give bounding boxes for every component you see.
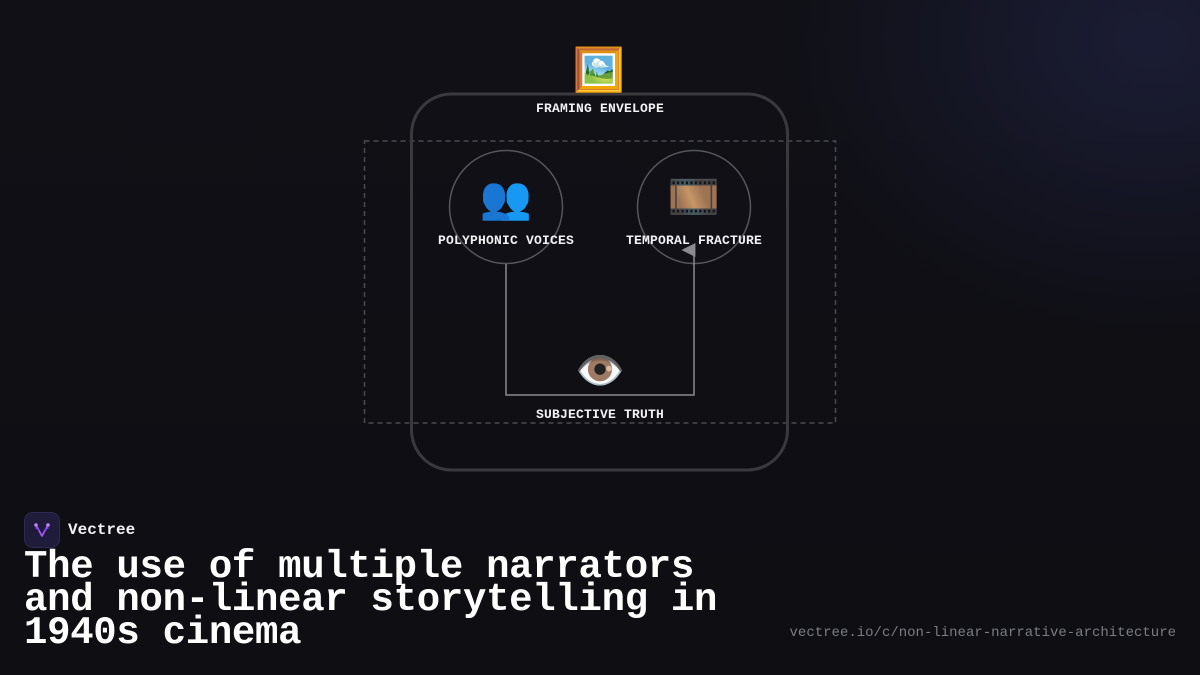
eye-icon: 👁️: [575, 348, 625, 394]
people-icon: 👥: [479, 173, 533, 222]
dashed-boundary: [363, 140, 837, 424]
connector-truth-to-temporal: [600, 243, 696, 396]
film-strip-icon: 🎞️: [667, 172, 721, 221]
brand: Vectree: [24, 512, 135, 548]
narrative-diagram: 🖼️ FRAMING ENVELOPE 👥 POLYPHONIC VOICES …: [363, 45, 837, 472]
vectree-logo-mark: [34, 523, 50, 537]
framed-picture-icon: 🖼️: [572, 45, 626, 94]
subjective-truth-label: SUBJECTIVE TRUTH: [535, 407, 665, 422]
polyphonic-voices-label: POLYPHONIC VOICES: [437, 233, 575, 248]
polyphonic-voices-circle: [448, 149, 564, 265]
connector-voices-to-truth: [505, 264, 600, 396]
source-url: vectree.io/c/non-linear-narrative-archit…: [789, 625, 1176, 641]
framing-envelope-frame: [410, 92, 789, 472]
vectree-logo-icon: [24, 512, 60, 548]
brand-name: Vectree: [68, 521, 136, 539]
temporal-fracture-label: TEMPORAL FRACTURE: [625, 233, 763, 248]
framing-envelope-label: FRAMING ENVELOPE: [535, 101, 665, 116]
page-title: The use of multiple narrators and non-li…: [24, 545, 718, 655]
diagram-canvas: [363, 92, 837, 472]
